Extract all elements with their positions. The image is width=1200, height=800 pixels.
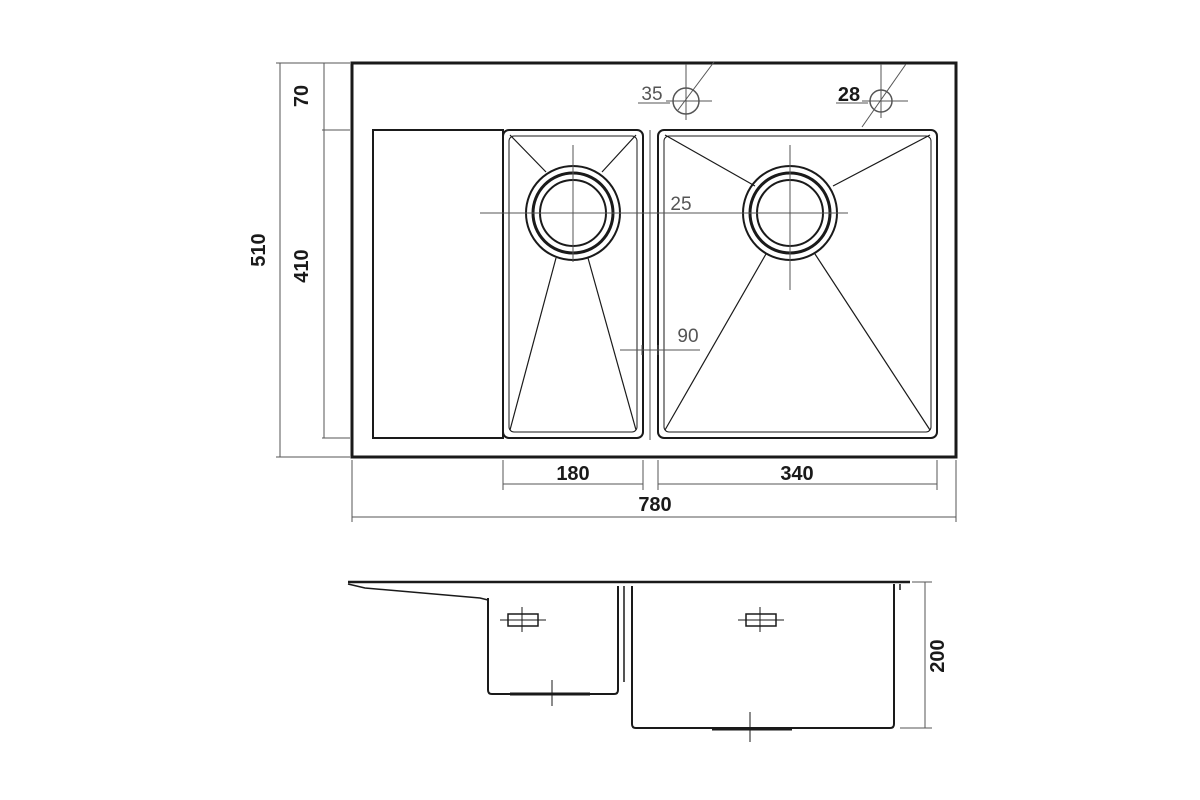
dim-90-label: 90 [677, 326, 698, 347]
dim-28-label: 28 [838, 84, 860, 106]
dim-90-lines [620, 345, 700, 355]
dim-780-label: 780 [638, 494, 671, 516]
dim-340-label: 340 [780, 463, 813, 485]
dim-200-label: 200 [927, 639, 949, 672]
dim-200-lines [900, 581, 932, 729]
dim-410-label: 410 [291, 249, 313, 282]
dim-horizontal-lines [351, 460, 957, 522]
dim-vertical-lines [276, 62, 350, 458]
dim-70-label: 70 [291, 85, 313, 107]
large-bowl [657, 129, 938, 439]
small-bowl [502, 129, 644, 439]
dim-180-label: 180 [556, 463, 589, 485]
side-view [347, 580, 910, 742]
dim-35-label: 35 [641, 84, 662, 105]
tap-hole [638, 61, 715, 120]
drain-large-bowl [700, 145, 848, 290]
drainboard [372, 129, 504, 439]
accessory-hole [836, 63, 908, 128]
sink-outline [350, 61, 958, 459]
drain-small-bowl [480, 145, 662, 262]
dim-510-label: 510 [248, 233, 270, 266]
dim-25-label: 25 [670, 194, 691, 215]
